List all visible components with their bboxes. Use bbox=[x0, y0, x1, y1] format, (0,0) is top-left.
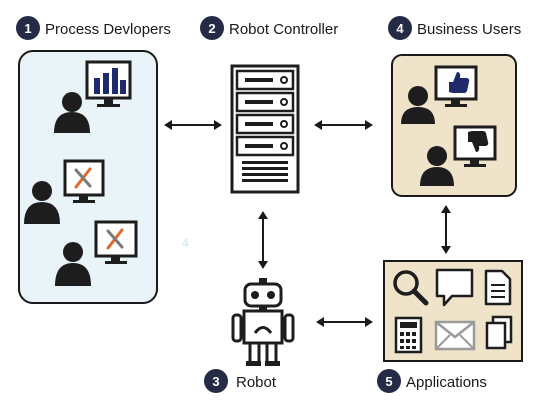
badge-number: 5 bbox=[385, 374, 392, 389]
server-unit bbox=[235, 91, 295, 113]
tools-icon bbox=[74, 168, 92, 188]
server-unit bbox=[235, 69, 295, 91]
robot-head bbox=[243, 282, 283, 308]
monitor-base bbox=[97, 104, 120, 107]
server-rack-icon bbox=[230, 64, 300, 194]
robot-leg bbox=[248, 341, 261, 365]
person-body bbox=[55, 263, 91, 286]
arrow-controller-robot bbox=[258, 211, 268, 269]
arrow-robot-applications bbox=[316, 317, 373, 327]
thumbs-up-icon bbox=[449, 72, 470, 93]
arrow-controller-business bbox=[314, 120, 373, 130]
tools-icon bbox=[106, 229, 124, 249]
monitor-stand bbox=[470, 159, 479, 164]
process-developers-label: Process Devlopers bbox=[45, 21, 171, 38]
person-head bbox=[32, 181, 52, 201]
user-with-chart-monitor-icon bbox=[54, 60, 132, 133]
user-with-tools-monitor-icon bbox=[55, 220, 138, 286]
copy-pages-icon bbox=[485, 315, 513, 350]
robot-eye bbox=[251, 291, 259, 299]
stray-mark: 4 bbox=[182, 236, 189, 250]
robot-arm bbox=[283, 313, 295, 343]
person-head bbox=[62, 92, 82, 112]
person-body bbox=[420, 167, 454, 186]
label-business-users: 4 Business Users bbox=[388, 16, 521, 40]
monitor-base bbox=[445, 104, 467, 107]
number-badge bbox=[377, 369, 401, 393]
person-head bbox=[63, 242, 83, 262]
monitor-stand bbox=[104, 98, 113, 104]
monitor-stand bbox=[79, 195, 88, 200]
monitor-stand bbox=[451, 99, 460, 104]
label-process-developers: 1 Process Devlopers bbox=[16, 16, 171, 40]
server-unit bbox=[235, 135, 295, 157]
badge-number: 1 bbox=[24, 21, 31, 36]
document-icon bbox=[484, 269, 512, 306]
person-head bbox=[427, 146, 447, 166]
connector-arrows bbox=[164, 120, 451, 327]
monitor-stand bbox=[111, 256, 120, 261]
robot-foot bbox=[265, 361, 280, 366]
magnifier-icon bbox=[393, 270, 429, 306]
business-users-label: Business Users bbox=[417, 21, 521, 38]
arrow-business-applications bbox=[441, 205, 451, 254]
monitor-base bbox=[73, 200, 95, 203]
user-with-thumbs-down-monitor-icon bbox=[420, 125, 497, 186]
monitor-base bbox=[464, 164, 486, 167]
chart-bar bbox=[112, 68, 118, 94]
server-vents bbox=[242, 161, 288, 182]
business-users-panel bbox=[391, 54, 517, 197]
robot-body bbox=[242, 309, 284, 345]
robot-eye bbox=[267, 291, 275, 299]
chart-bar bbox=[103, 73, 109, 94]
applications-label: Applications bbox=[406, 374, 487, 391]
server-unit bbox=[235, 113, 295, 135]
person-body bbox=[54, 112, 90, 133]
chart-bar bbox=[120, 80, 126, 94]
number-badge bbox=[204, 369, 228, 393]
calculator-icon bbox=[394, 316, 423, 354]
process-developers-panel bbox=[18, 50, 158, 304]
arrow-developers-controller bbox=[164, 120, 222, 130]
label-applications: 5 Applications bbox=[377, 369, 487, 393]
number-badge bbox=[200, 16, 224, 40]
chart-bar bbox=[94, 78, 100, 94]
robot-icon bbox=[231, 278, 295, 366]
robot-neck bbox=[259, 306, 267, 311]
badge-number: 3 bbox=[212, 374, 219, 389]
speech-bubble-icon bbox=[435, 268, 474, 307]
robot-arm bbox=[231, 313, 243, 343]
person-body bbox=[401, 107, 435, 124]
robot-mouth bbox=[253, 326, 273, 334]
number-badge bbox=[16, 16, 40, 40]
thumbs-down-icon bbox=[468, 131, 489, 152]
label-robot: 3 Robot bbox=[204, 369, 277, 393]
monitor-icon bbox=[63, 159, 105, 197]
user-with-thumbs-up-monitor-icon bbox=[401, 65, 478, 124]
robot-foot bbox=[246, 361, 261, 366]
badge-number: 4 bbox=[396, 21, 404, 36]
person-body bbox=[24, 202, 60, 224]
monitor-base bbox=[105, 261, 127, 264]
label-robot-controller: 2 Robot Controller bbox=[200, 16, 338, 40]
number-badge bbox=[388, 16, 412, 40]
robot-antenna bbox=[259, 278, 267, 284]
badge-number: 2 bbox=[208, 21, 215, 36]
robot-controller-label: Robot Controller bbox=[229, 21, 338, 38]
applications-panel bbox=[383, 260, 523, 362]
robot-label: Robot bbox=[236, 374, 277, 391]
person-head bbox=[408, 86, 428, 106]
envelope-icon bbox=[434, 320, 476, 351]
user-with-tools-monitor-icon bbox=[24, 159, 105, 224]
robot-leg bbox=[265, 341, 278, 365]
